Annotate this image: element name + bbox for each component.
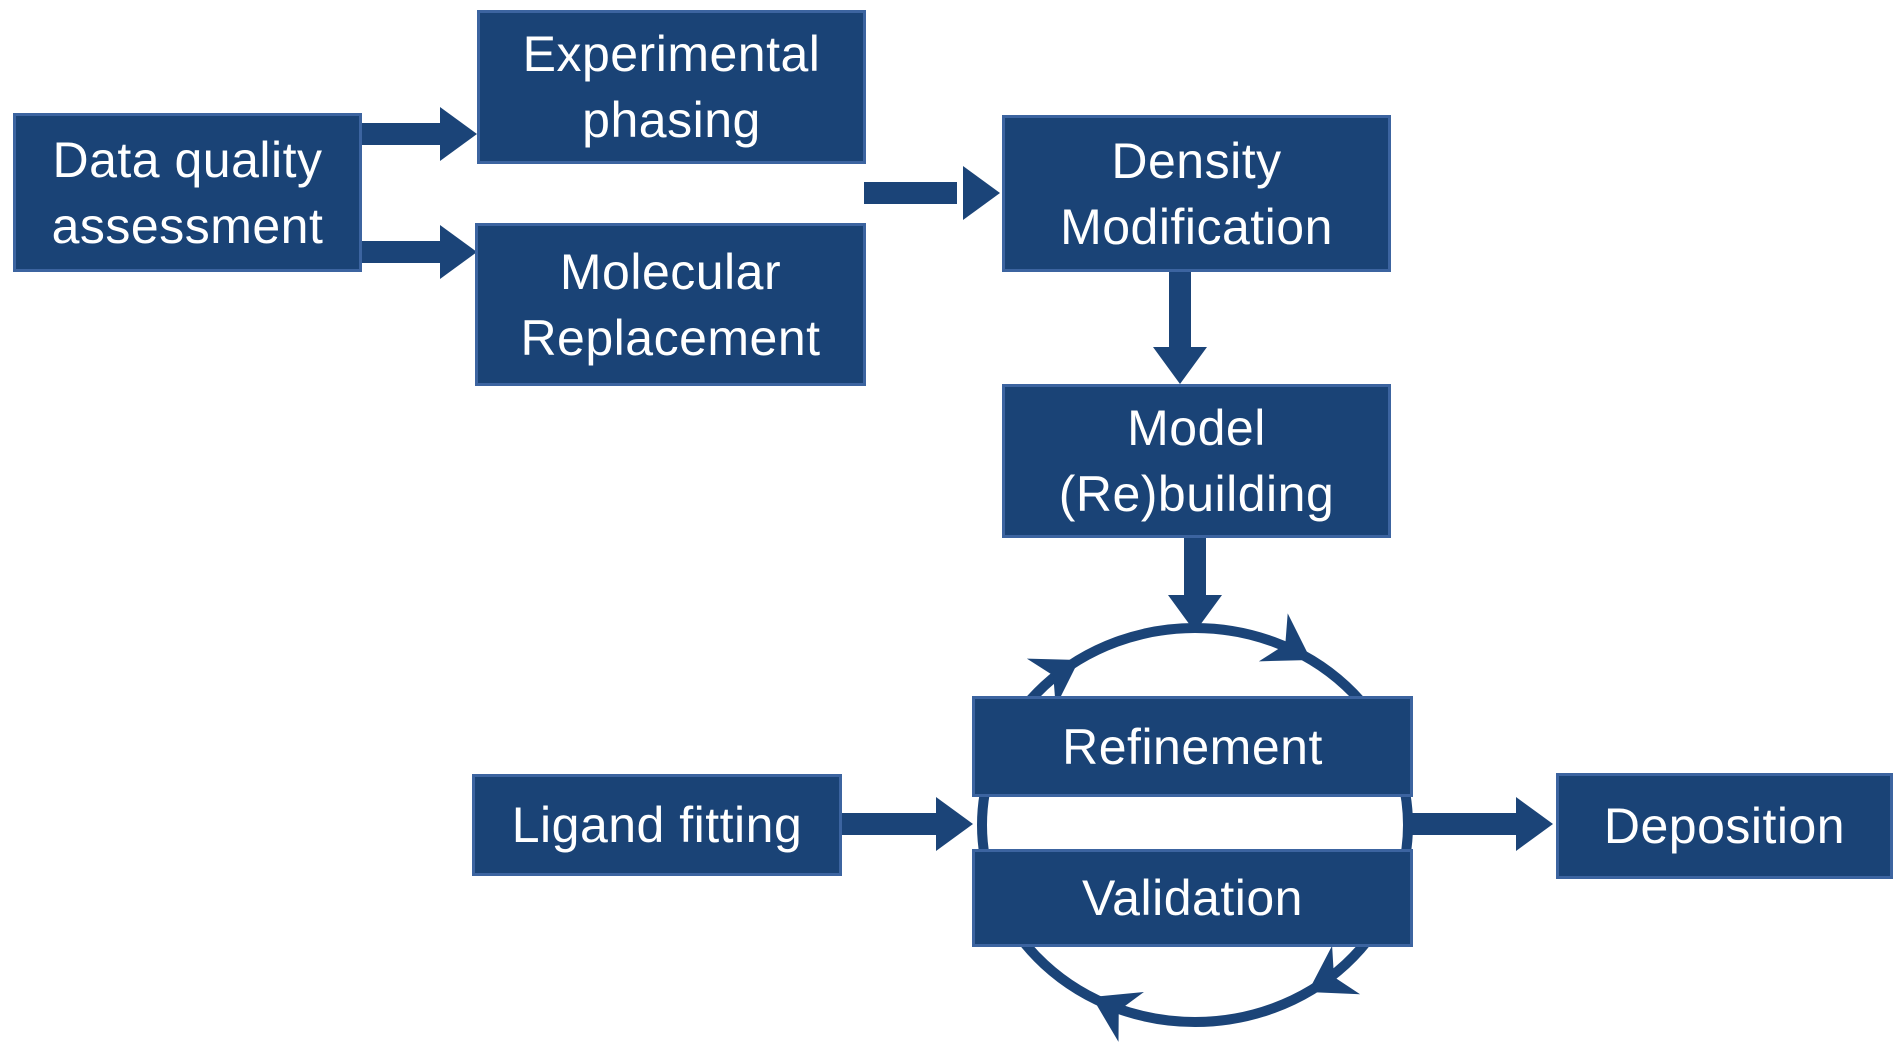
- arrow-ligand-fitting-to-cycle: [842, 797, 973, 851]
- node-deposition: Deposition: [1556, 773, 1893, 879]
- node-label-line: assessment: [51, 197, 324, 254]
- node-validation: Validation: [972, 849, 1413, 947]
- node-label: Deposition: [1603, 798, 1846, 854]
- node-label-line: Experimental: [522, 26, 821, 82]
- arrow-phasing-to-density-modification: [864, 166, 1000, 220]
- arrow-model-rebuilding-to-cycle: [1168, 538, 1222, 632]
- node-experimental-phasing: Experimental phasing: [477, 10, 866, 164]
- node-label-line: Data quality: [52, 131, 323, 188]
- node-label-line: Density: [1111, 132, 1282, 189]
- node-refinement: Refinement: [972, 696, 1413, 797]
- node-data-quality-assessment: Data quality assessment: [13, 113, 362, 272]
- node-label-line: phasing: [582, 92, 761, 148]
- node-ligand-fitting: Ligand fitting: [472, 774, 842, 876]
- arrow-data-quality-to-molecular-replacement: [362, 225, 477, 279]
- arrow-data-quality-to-experimental-phasing: [362, 107, 477, 161]
- node-label: Ligand fitting: [511, 797, 803, 853]
- node-label-line: Molecular: [559, 243, 782, 300]
- node-molecular-replacement: Molecular Replacement: [475, 223, 866, 386]
- cycle-arrowhead-top-right: [1258, 613, 1311, 662]
- cycle-arrowhead-top-left: [1026, 658, 1079, 707]
- arrow-cycle-to-deposition: [1408, 797, 1553, 851]
- node-label: Validation: [1082, 870, 1303, 926]
- arrow-density-to-model-rebuilding: [1153, 272, 1207, 384]
- cycle-arrowhead-bottom-right: [1308, 945, 1361, 995]
- refinement-validation-cycle-ring: [977, 623, 1413, 1027]
- node-model-rebuilding: Model (Re)building: [1002, 384, 1391, 538]
- node-density-modification: Density Modification: [1002, 115, 1391, 272]
- node-label-line: Model: [1127, 400, 1266, 456]
- node-label-line: (Re)building: [1058, 466, 1335, 522]
- node-label: Refinement: [1062, 718, 1323, 775]
- cycle-arrowhead-bottom-left: [1092, 992, 1144, 1042]
- node-label-line: Modification: [1060, 198, 1333, 255]
- node-label-line: Replacement: [520, 309, 821, 366]
